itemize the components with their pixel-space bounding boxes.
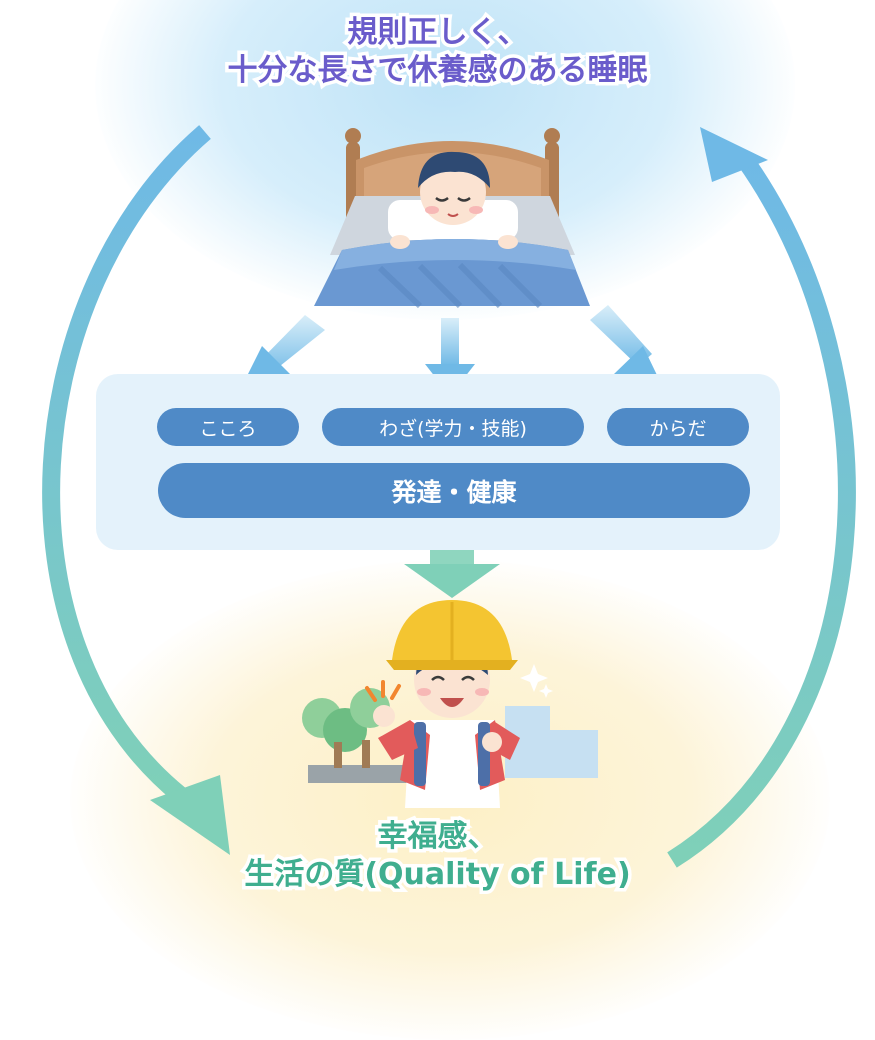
right-cycle-arrow — [667, 127, 856, 868]
bottom-title-line1: 幸福感、 — [374, 816, 501, 858]
bottom-title: 幸福感、 生活の質(Quality of Life) — [0, 816, 875, 895]
development-health-pill: 発達・健康 — [158, 463, 750, 518]
top-title-line2: 十分な長さで休養感のある睡眠 — [224, 49, 651, 91]
happy-child-illustration — [302, 600, 598, 808]
kokoro-pill: こころ — [157, 408, 299, 446]
development-panel — [96, 374, 780, 550]
bottom-title-line2: 生活の質(Quality of Life) — [241, 853, 634, 895]
waza-pill: わざ(学力・技能) — [322, 408, 584, 446]
cycle-arrows — [42, 125, 856, 868]
top-title-line1: 規則正しく、 — [344, 12, 531, 54]
karada-pill: からだ — [607, 408, 749, 446]
top-title: 規則正しく、 十分な長さで休養感のある睡眠 — [0, 12, 875, 91]
left-cycle-arrow — [42, 125, 230, 855]
sleeping-child-illustration — [314, 128, 590, 309]
